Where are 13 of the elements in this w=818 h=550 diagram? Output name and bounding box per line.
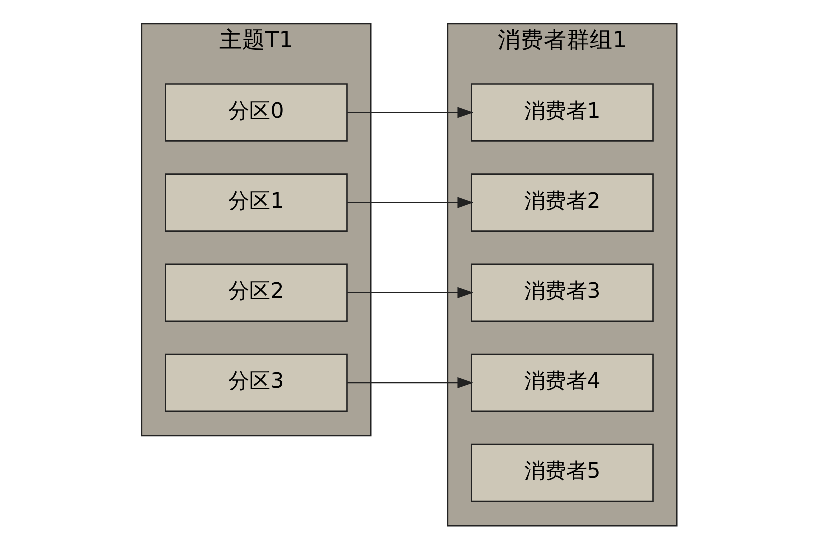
node-box: 消费者2 bbox=[470, 174, 654, 232]
arrow bbox=[347, 377, 474, 389]
arrow bbox=[347, 197, 474, 208]
node-box: 分区1 bbox=[164, 174, 348, 232]
arrow bbox=[347, 287, 474, 298]
node-box: 消费者5 bbox=[470, 444, 654, 502]
node-box: 消费者3 bbox=[470, 264, 654, 322]
node-box: 分区2 bbox=[164, 264, 348, 322]
node-box: 消费者4 bbox=[470, 354, 654, 412]
node-box: 分区0 bbox=[164, 84, 348, 142]
arrow bbox=[347, 107, 474, 118]
node-box: 分区3 bbox=[164, 354, 348, 412]
node-box: 消费者1 bbox=[470, 84, 654, 142]
